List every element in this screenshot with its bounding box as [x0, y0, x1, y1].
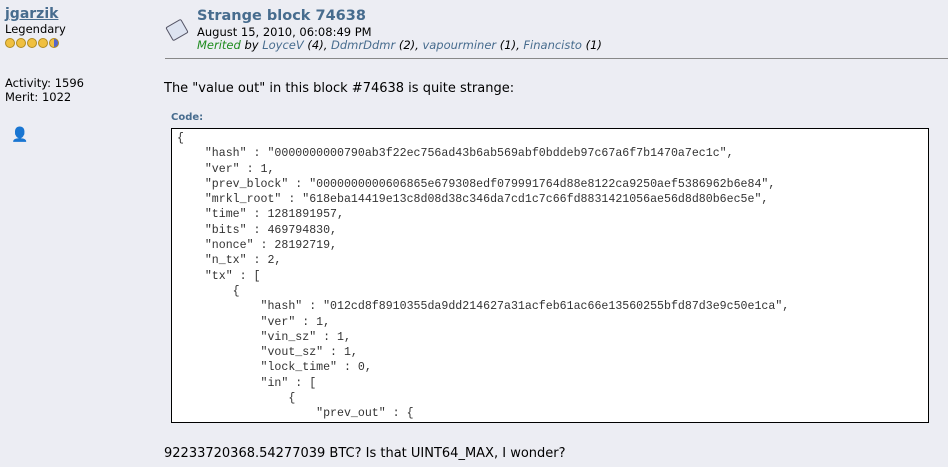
code-label: Code: — [171, 112, 204, 123]
poster-info: jgarzik Legendary Activity: 1596 Merit: … — [5, 6, 145, 104]
merit-user-link[interactable]: vapourminer — [422, 38, 497, 52]
rank-stars — [5, 38, 145, 48]
merit-count: (4), — [303, 38, 332, 52]
star-icon — [38, 38, 48, 48]
merit-count: (2), — [395, 38, 423, 52]
merit-by: by — [240, 38, 263, 52]
post-header: Strange block 74638 August 15, 2010, 06:… — [165, 8, 948, 59]
post-title-link[interactable]: Strange block 74638 — [197, 8, 366, 24]
code-block[interactable]: { "hash" : "0000000000790ab3f22ec756ad43… — [171, 128, 929, 423]
poster-rank: Legendary — [5, 22, 66, 36]
post-closing-text: 92233720368.54277039 BTC? Is that UINT64… — [164, 446, 566, 461]
message-icon — [165, 18, 189, 42]
star-icon — [5, 38, 15, 48]
merit-line: Merited by LoyceV (4), DdmrDdmr (2), vap… — [197, 38, 602, 52]
code-content: { "hash" : "0000000000790ab3f22ec756ad43… — [177, 132, 790, 421]
merit-count: (1), — [496, 38, 524, 52]
half-star-icon — [49, 38, 59, 48]
merited-label: Merited — [197, 38, 241, 52]
post-intro: The "value out" in this block #74638 is … — [164, 81, 515, 96]
merit-user-link[interactable]: Financisto — [523, 38, 582, 52]
star-icon — [27, 38, 37, 48]
poster-merit: Merit: 1022 — [5, 90, 72, 104]
poster-activity: Activity: 1596 — [5, 76, 84, 90]
user-message-icon[interactable]: 👤 — [11, 127, 29, 143]
poster-name-link[interactable]: jgarzik — [5, 6, 59, 22]
star-icon — [16, 38, 26, 48]
post-date: August 15, 2010, 06:08:49 PM — [197, 25, 372, 39]
merit-user-link[interactable]: LoyceV — [262, 38, 304, 52]
merit-count: (1) — [581, 38, 602, 52]
merit-user-link[interactable]: DdmrDdmr — [331, 38, 396, 52]
